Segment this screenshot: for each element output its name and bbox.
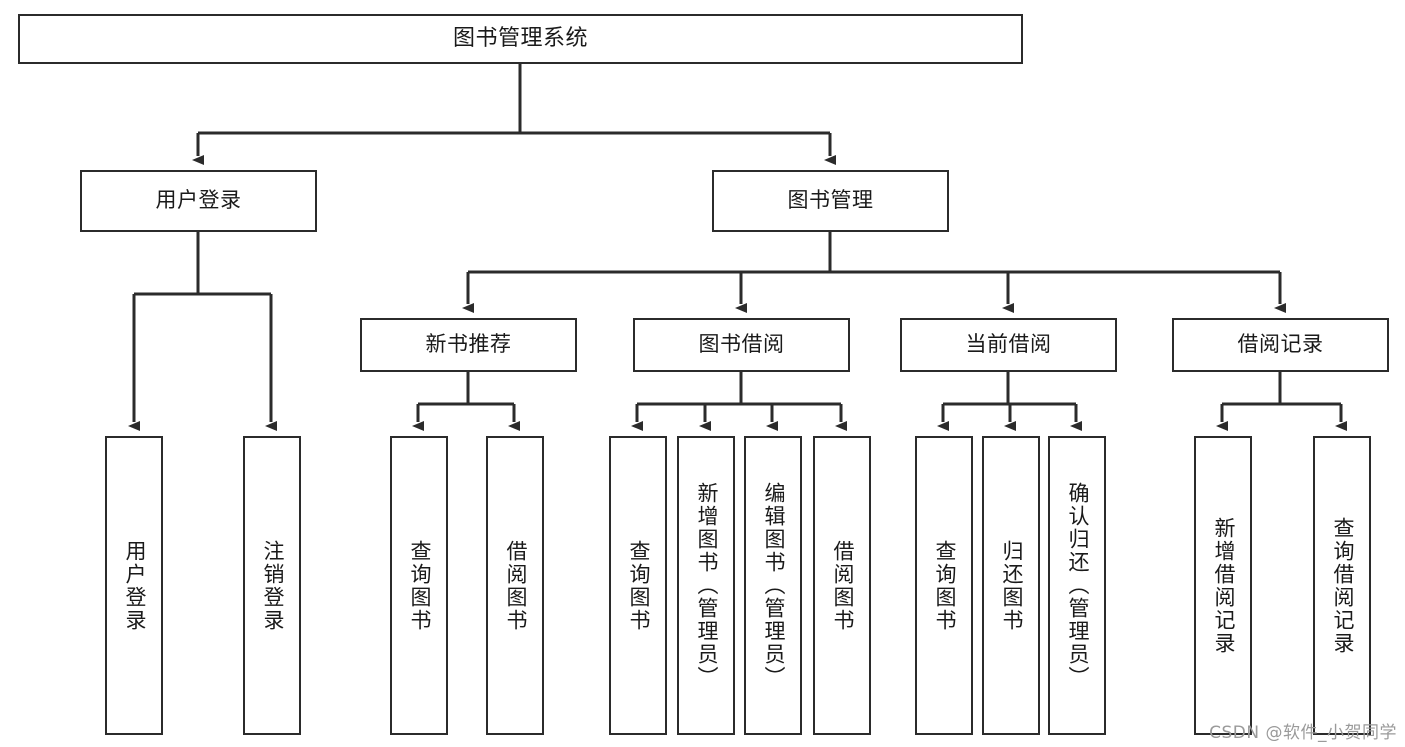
node-label: 查询图书 <box>932 539 957 632</box>
node-root-book-management-system[interactable]: 图书管理系统 <box>18 14 1023 64</box>
node-label: 用户登录 <box>155 188 242 213</box>
node-new-book-recommend[interactable]: 新书推荐 <box>360 318 577 372</box>
node-user-login[interactable]: 用户登录 <box>80 170 317 232</box>
node-label: 图书借阅 <box>698 332 785 357</box>
node-label: 借阅记录 <box>1237 332 1324 357</box>
node-book-borrow[interactable]: 图书借阅 <box>633 318 850 372</box>
node-label: 用户登录 <box>122 539 147 632</box>
node-leaf-confirm-return[interactable]: 确认归还（管理员） <box>1048 436 1106 735</box>
node-leaf-return-book[interactable]: 归还图书 <box>982 436 1040 735</box>
node-label: 编辑图书（管理员） <box>761 482 786 689</box>
node-label: 新增图书（管理员） <box>694 482 719 689</box>
node-leaf-borrow-book-1[interactable]: 借阅图书 <box>486 436 544 735</box>
node-label: 确认归还（管理员） <box>1065 482 1090 689</box>
node-label: 查询借阅记录 <box>1330 516 1355 655</box>
node-current-borrow[interactable]: 当前借阅 <box>900 318 1117 372</box>
node-leaf-user-login[interactable]: 用户登录 <box>105 436 163 735</box>
node-leaf-add-record[interactable]: 新增借阅记录 <box>1194 436 1252 735</box>
node-label: 归还图书 <box>999 539 1024 632</box>
node-leaf-add-book[interactable]: 新增图书（管理员） <box>677 436 735 735</box>
node-leaf-logout-login[interactable]: 注销登录 <box>243 436 301 735</box>
node-label: 查询图书 <box>407 539 432 632</box>
node-leaf-query-book-1[interactable]: 查询图书 <box>390 436 448 735</box>
node-leaf-query-book-2[interactable]: 查询图书 <box>609 436 667 735</box>
node-label: 查询图书 <box>626 539 651 632</box>
node-borrow-record[interactable]: 借阅记录 <box>1172 318 1389 372</box>
node-label: 借阅图书 <box>503 539 528 632</box>
node-label: 新增借阅记录 <box>1211 516 1236 655</box>
node-label: 图书管理系统 <box>452 25 588 51</box>
node-label: 当前借阅 <box>965 332 1052 357</box>
node-label: 图书管理 <box>787 188 874 213</box>
node-leaf-edit-book[interactable]: 编辑图书（管理员） <box>744 436 802 735</box>
node-label: 新书推荐 <box>425 332 512 357</box>
node-book-manage[interactable]: 图书管理 <box>712 170 949 232</box>
csdn-watermark: CSDN @软件_小贺同学 <box>1209 723 1397 743</box>
node-leaf-borrow-book-2[interactable]: 借阅图书 <box>813 436 871 735</box>
node-leaf-query-book-3[interactable]: 查询图书 <box>915 436 973 735</box>
node-label: 注销登录 <box>260 539 285 632</box>
node-leaf-query-record[interactable]: 查询借阅记录 <box>1313 436 1371 735</box>
node-label: 借阅图书 <box>830 539 855 632</box>
